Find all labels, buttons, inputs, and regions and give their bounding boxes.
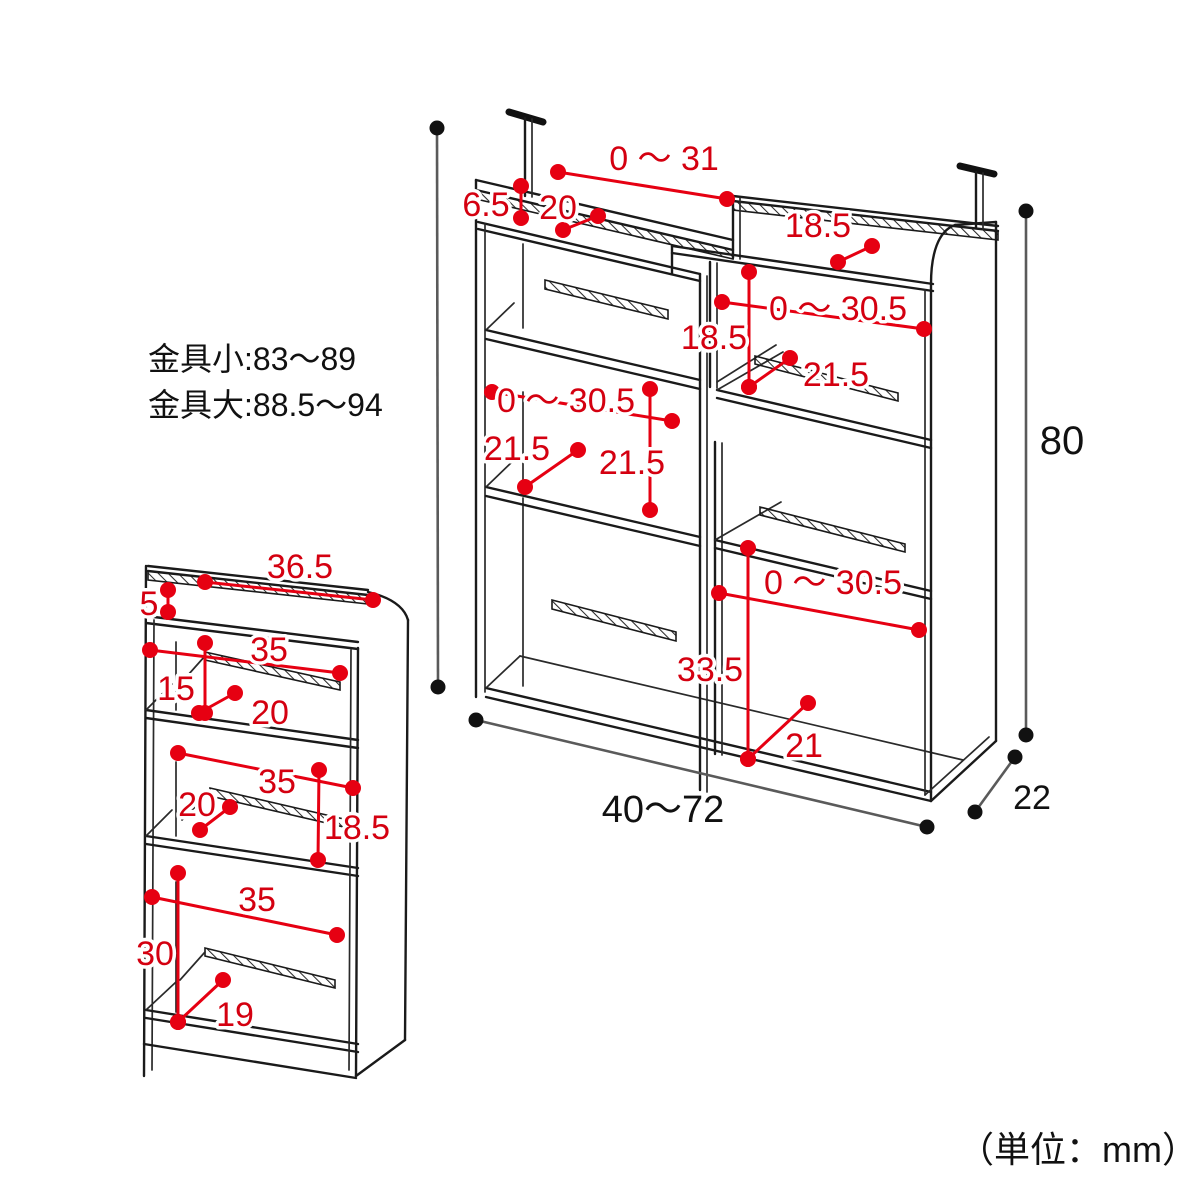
small-top-width-label: 36.5 (267, 548, 333, 586)
small-tier3-shelf-depth-label: 19 (216, 996, 254, 1034)
unit-note: （単位：mm） (958, 1129, 1198, 1170)
dim-right-top-shelf-depth: 18.5 (781, 204, 880, 270)
dim-top-slide-range: 0 〜 31 (550, 137, 735, 207)
small-tier3-height-label: 30 (136, 935, 174, 973)
small-tier1-height-label: 15 (157, 670, 195, 708)
dim-small-tier2-width: 35 (170, 745, 361, 805)
dim-bottom-slide-range: 0 〜 30.5 (711, 561, 927, 638)
right-upper-slide-range-label: 0 〜 30.5 (769, 290, 907, 328)
dim-small-tier2-shelf-depth: 20 (175, 783, 238, 838)
dim-overall-height: 80 (1018, 203, 1088, 743)
small-tier2-shelf-depth-label: 20 (178, 786, 216, 824)
bottom-shelf-depth-label: 21 (785, 727, 823, 765)
dim-top-shelf-depth: 20 (536, 186, 606, 238)
dim-overall-depth: 22 (967, 749, 1054, 821)
bottom-slide-range-label: 0 〜 30.5 (764, 564, 902, 602)
overall-width-label: 40〜72 (602, 789, 725, 831)
dim-small-tier3-width: 35 (144, 878, 345, 943)
dim-small-tier3-height: 30 (133, 865, 186, 1030)
right-upper-cubby-height-label: 18.5 (681, 319, 747, 357)
dim-overall-width: 40〜72 (468, 712, 935, 835)
dim-bottom-cubby-height: 33.5 (673, 540, 756, 767)
hardware-note: 金具小:83〜89 金具大:88.5〜94 (148, 341, 383, 423)
dim-right-upper-slide-range: 0 〜 30.5 (714, 287, 932, 337)
large-shelf-structure (474, 178, 1000, 803)
dim-right-upper-shelf-depth: 21.5 (741, 350, 873, 398)
dim-left-middle-slide-range: 0 〜 30.5 (484, 379, 680, 429)
dim-back-lip-height: 6.5 (459, 178, 529, 228)
small-tier3-width-label: 35 (238, 881, 276, 919)
small-tier2-height-label: 18.5 (324, 809, 390, 847)
small-back-lip-height-label: 5 (140, 585, 159, 623)
small-tier1-shelf-depth-label: 20 (251, 694, 289, 732)
dim-bottom-shelf-depth: 21 (740, 695, 826, 769)
dim-small-back-lip-height: 5 (136, 582, 176, 627)
dim-right-upper-cubby-height: 18.5 (677, 264, 757, 395)
dim-small-tier1-width: 35 (142, 628, 348, 681)
dim-small-tier3-shelf-depth: 19 (170, 972, 257, 1038)
bottom-cubby-height-label: 33.5 (677, 651, 743, 689)
overall-depth-label: 22 (1013, 779, 1051, 817)
small-tier1-width-label: 35 (250, 631, 288, 669)
dim-small-top-width: 36.5 (197, 545, 381, 608)
right-top-shelf-depth-label: 18.5 (785, 207, 851, 245)
hardware-note-small: 金具小:83〜89 (148, 341, 356, 377)
dim-left-middle-cubby-height-left: 21.5 (480, 427, 586, 495)
overall-height-label: 80 (1040, 419, 1085, 463)
top-slide-range-label: 0 〜 31 (609, 140, 719, 178)
left-middle-slide-range-label: 0 〜 30.5 (497, 382, 635, 420)
dim-small-tier2-height: 18.5 (310, 762, 394, 868)
dim-left-middle-cubby-height-right: 21.5 (595, 381, 669, 518)
left-middle-cubby-height-right-label: 21.5 (599, 444, 665, 482)
top-shelf-depth-label: 20 (539, 189, 577, 227)
left-middle-cubby-height-left-label: 21.5 (484, 430, 550, 468)
dim-small-tier1-shelf-depth: 20 (191, 685, 292, 736)
small-tier2-width-label: 35 (258, 763, 296, 801)
desk-clamp-right (956, 162, 998, 230)
back-lip-height-label: 6.5 (462, 186, 509, 224)
hardware-note-large: 金具大:88.5〜94 (148, 387, 383, 423)
dim-hardware-height (429, 120, 446, 695)
right-upper-shelf-depth-label: 21.5 (803, 356, 869, 394)
